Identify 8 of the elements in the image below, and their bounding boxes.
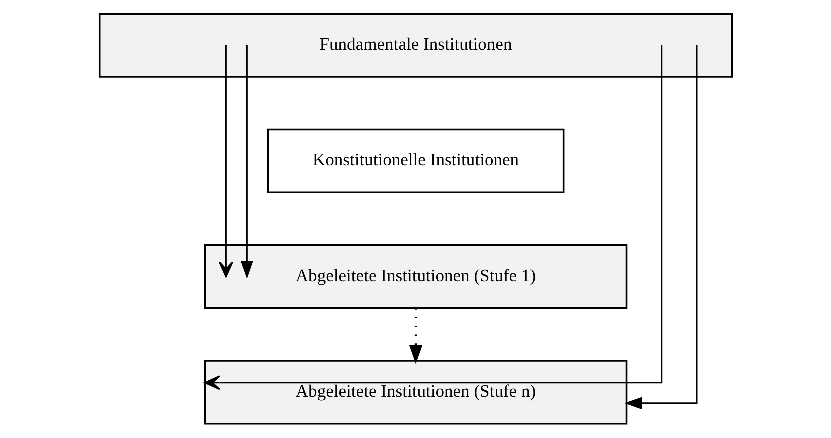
arrow xyxy=(204,46,662,390)
arrow xyxy=(240,46,253,280)
node-box: Fundamentale Institutionen xyxy=(98,13,733,78)
node-box: Abgeleitete Institutionen (Stufe 1) xyxy=(204,244,628,310)
arrow xyxy=(408,308,422,364)
node-box: Konstitutionelle Institutionen xyxy=(266,128,564,194)
arrow xyxy=(218,46,234,278)
arrow xyxy=(624,46,698,410)
